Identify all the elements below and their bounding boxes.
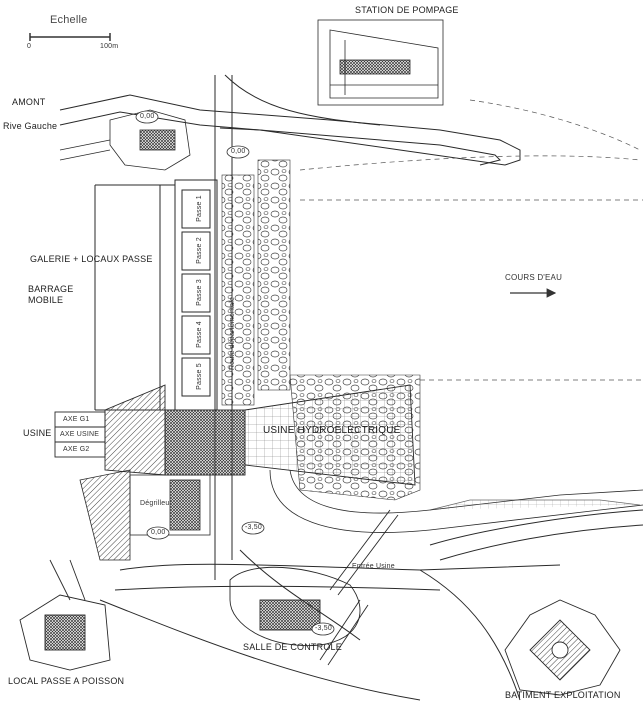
batiment-label: BATIMENT EXPLOITATION <box>505 690 621 700</box>
passe-3-label: Passe 3 <box>195 279 203 306</box>
axe-g2-label: AXE G2 <box>63 446 90 453</box>
station-pompage-label: STATION DE POMPAGE <box>355 5 459 15</box>
passe-4-label: Passe 4 <box>195 321 203 348</box>
upstream-structure <box>59 109 191 171</box>
rockfill-left <box>221 174 255 406</box>
usine-hydro-label: USINE HYDROELECTRIQUE <box>263 425 401 436</box>
road-network <box>59 74 643 701</box>
rive-gauche-label: Rive Gauche <box>3 121 58 131</box>
degrilleur-label: Dégrilleur <box>140 500 172 507</box>
fish-pass-building <box>19 559 111 671</box>
usine-label: USINE <box>23 428 52 438</box>
elevation-mid-label: 0,00 <box>231 148 246 155</box>
galerie-label: GALERIE + LOCAUX PASSE <box>30 254 153 264</box>
river-banks <box>299 99 643 381</box>
elevation-low-label: 0,00 <box>151 529 166 536</box>
axe-usine-label: AXE USINE <box>60 431 100 438</box>
downstream-works <box>79 469 211 561</box>
salle-controle-label: SALLE DE CONTROLE <box>243 642 342 652</box>
cours-eau-label: COURS D'EAU <box>505 273 563 282</box>
control-room-area <box>229 509 399 666</box>
scale-start-label: 0 <box>27 43 32 50</box>
scale-title: Echelle <box>50 14 88 26</box>
axe-g1-label: AXE G1 <box>63 416 90 423</box>
barrage-label: BARRAGE <box>28 284 74 294</box>
passe-5-label: Passe 5 <box>195 363 203 390</box>
passe-1-label: Passe 1 <box>195 195 203 222</box>
scale-bar <box>29 33 111 41</box>
spillway <box>269 469 643 533</box>
operations-building <box>504 599 621 696</box>
amont-label: AMONT <box>12 97 46 107</box>
rockfill-right <box>257 159 291 391</box>
entree-label: Entrée Usine <box>352 563 395 570</box>
power-station <box>54 384 416 486</box>
elevation-top-label: 0,00 <box>140 113 155 120</box>
route-label: Route départementale <box>229 296 237 371</box>
elevation-neg2-label: -3,50 <box>315 625 332 632</box>
barrage-gates <box>94 179 218 411</box>
scale-end-label: 100m <box>100 43 119 50</box>
mobile-label: MOBILE <box>28 295 64 305</box>
elevation-neg1-label: -3,50 <box>245 524 262 531</box>
passe-2-label: Passe 2 <box>195 237 203 264</box>
pumping-station <box>317 19 444 106</box>
local-passe-label: LOCAL PASSE A POISSON <box>8 676 125 686</box>
